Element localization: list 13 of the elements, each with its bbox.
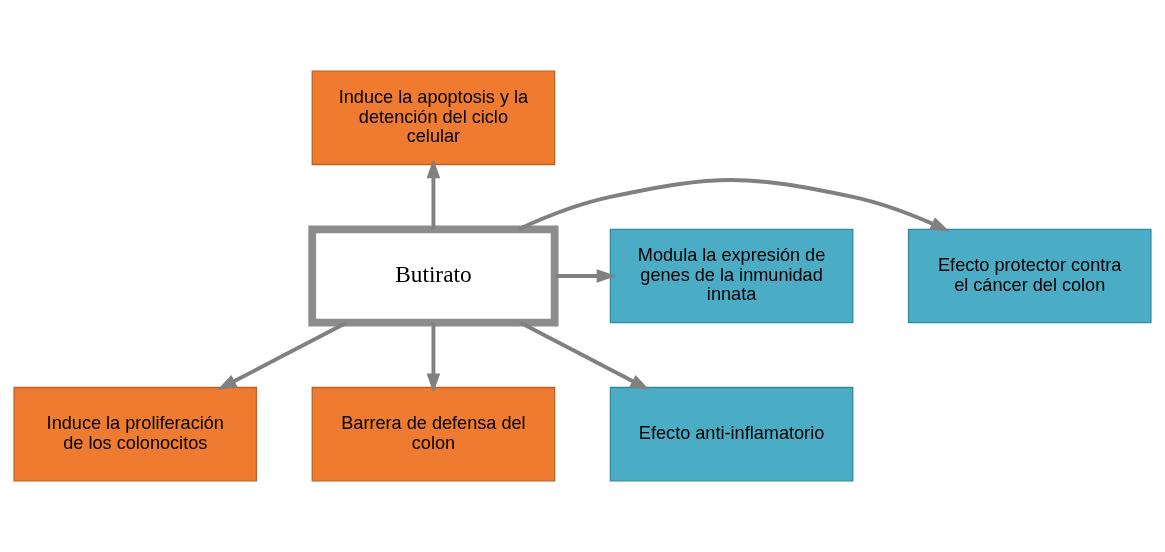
node-box: Efecto protector contra el cáncer del colon	[907, 228, 1152, 324]
arrow	[517, 178, 950, 232]
arrow	[217, 321, 348, 391]
node-box: Induce la apoptosis y la detención del ciclo celular	[311, 70, 556, 166]
node-box: Induce la proliferación de los colonocitos	[13, 386, 258, 482]
arrow	[519, 321, 650, 391]
node-box: Efecto anti-inflamatorio	[609, 386, 854, 482]
arrow	[426, 158, 441, 229]
arrow	[426, 322, 441, 393]
node-box: Barrera de defensa del colon	[311, 386, 556, 482]
node-box: Butirato	[308, 225, 559, 327]
arrow	[555, 269, 617, 283]
node-box: Modula la expresión de genes de la inmunidad innata	[609, 228, 854, 324]
